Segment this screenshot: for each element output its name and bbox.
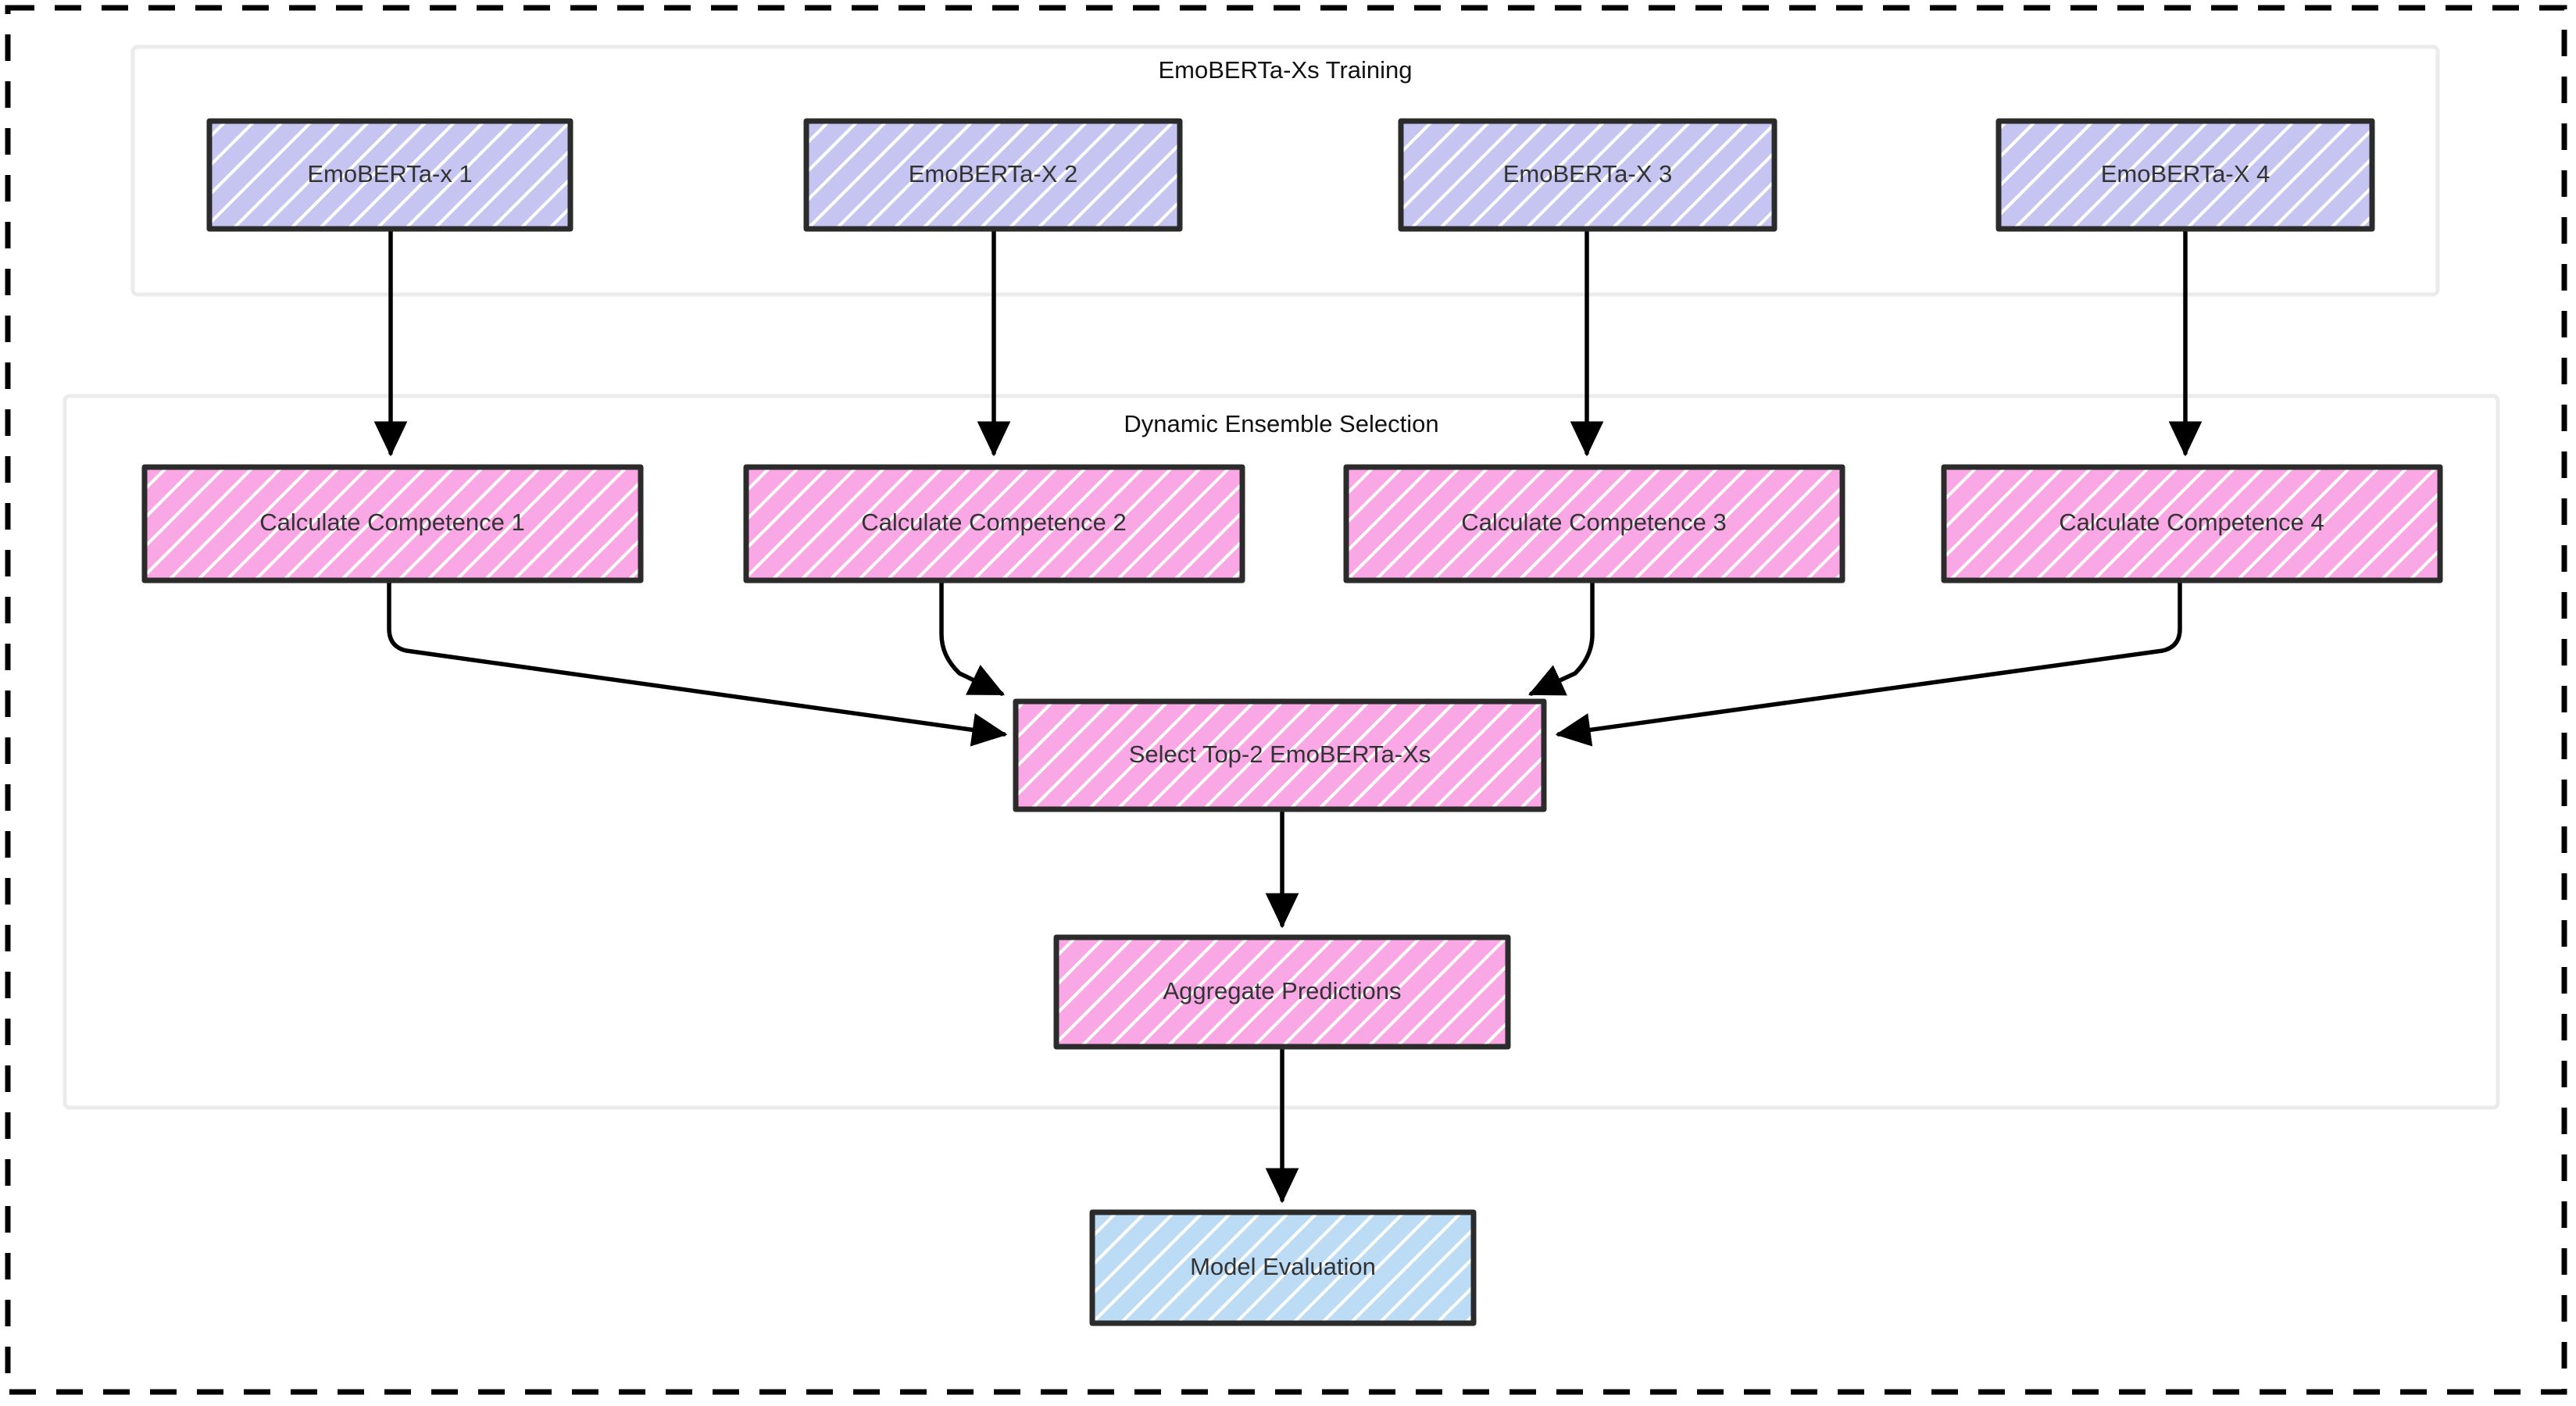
node-calculate-competence-1-box[interactable] (141, 464, 644, 583)
node-calculate-competence-1[interactable]: Calculate Competence 1 (141, 464, 644, 583)
node-model-evaluation-box[interactable] (1089, 1209, 1477, 1326)
subgraph-training: EmoBERTa-Xs Training (130, 45, 2440, 297)
subgraph-training-title: EmoBERTa-Xs Training (1158, 56, 1412, 84)
edge-c3-to-select (1528, 580, 1595, 696)
node-emoberta-x-2-box[interactable] (803, 118, 1183, 232)
subgraph-training-border (130, 45, 2440, 297)
node-emoberta-x-1[interactable]: EmoBERTa-x 1 (206, 118, 573, 232)
node-calculate-competence-2-box[interactable] (743, 464, 1245, 583)
node-model-evaluation[interactable]: Model Evaluation (1089, 1209, 1477, 1326)
node-emoberta-x-4-box[interactable] (1995, 118, 2375, 232)
node-select-top-2-box[interactable] (1013, 698, 1547, 812)
node-emoberta-x-2[interactable]: EmoBERTa-X 2 (803, 118, 1183, 232)
node-calculate-competence-4-box[interactable] (1941, 464, 2443, 583)
node-calculate-competence-3-box[interactable] (1343, 464, 1845, 583)
node-calculate-competence-3[interactable]: Calculate Competence 3 (1343, 464, 1845, 583)
node-select-top-2[interactable]: Select Top-2 EmoBERTa-Xs (1013, 698, 1547, 812)
node-emoberta-x-1-box[interactable] (206, 118, 573, 232)
node-emoberta-x-3[interactable]: EmoBERTa-X 3 (1398, 118, 1777, 232)
node-aggregate-predictions[interactable]: Aggregate Predictions (1053, 934, 1511, 1050)
edge-c1-to-select (387, 580, 1008, 747)
node-calculate-competence-2[interactable]: Calculate Competence 2 (743, 464, 1245, 583)
node-emoberta-x-3-box[interactable] (1398, 118, 1777, 232)
node-calculate-competence-4[interactable]: Calculate Competence 4 (1941, 464, 2443, 583)
outer-dashed-frame (5, 5, 2567, 1395)
edge-c4-to-select (1555, 580, 2182, 747)
subgraph-des-title: Dynamic Ensemble Selection (1124, 410, 1438, 437)
node-emoberta-x-4[interactable]: EmoBERTa-X 4 (1995, 118, 2375, 232)
edge-c2-to-select (939, 580, 1005, 696)
node-aggregate-predictions-box[interactable] (1053, 934, 1511, 1050)
